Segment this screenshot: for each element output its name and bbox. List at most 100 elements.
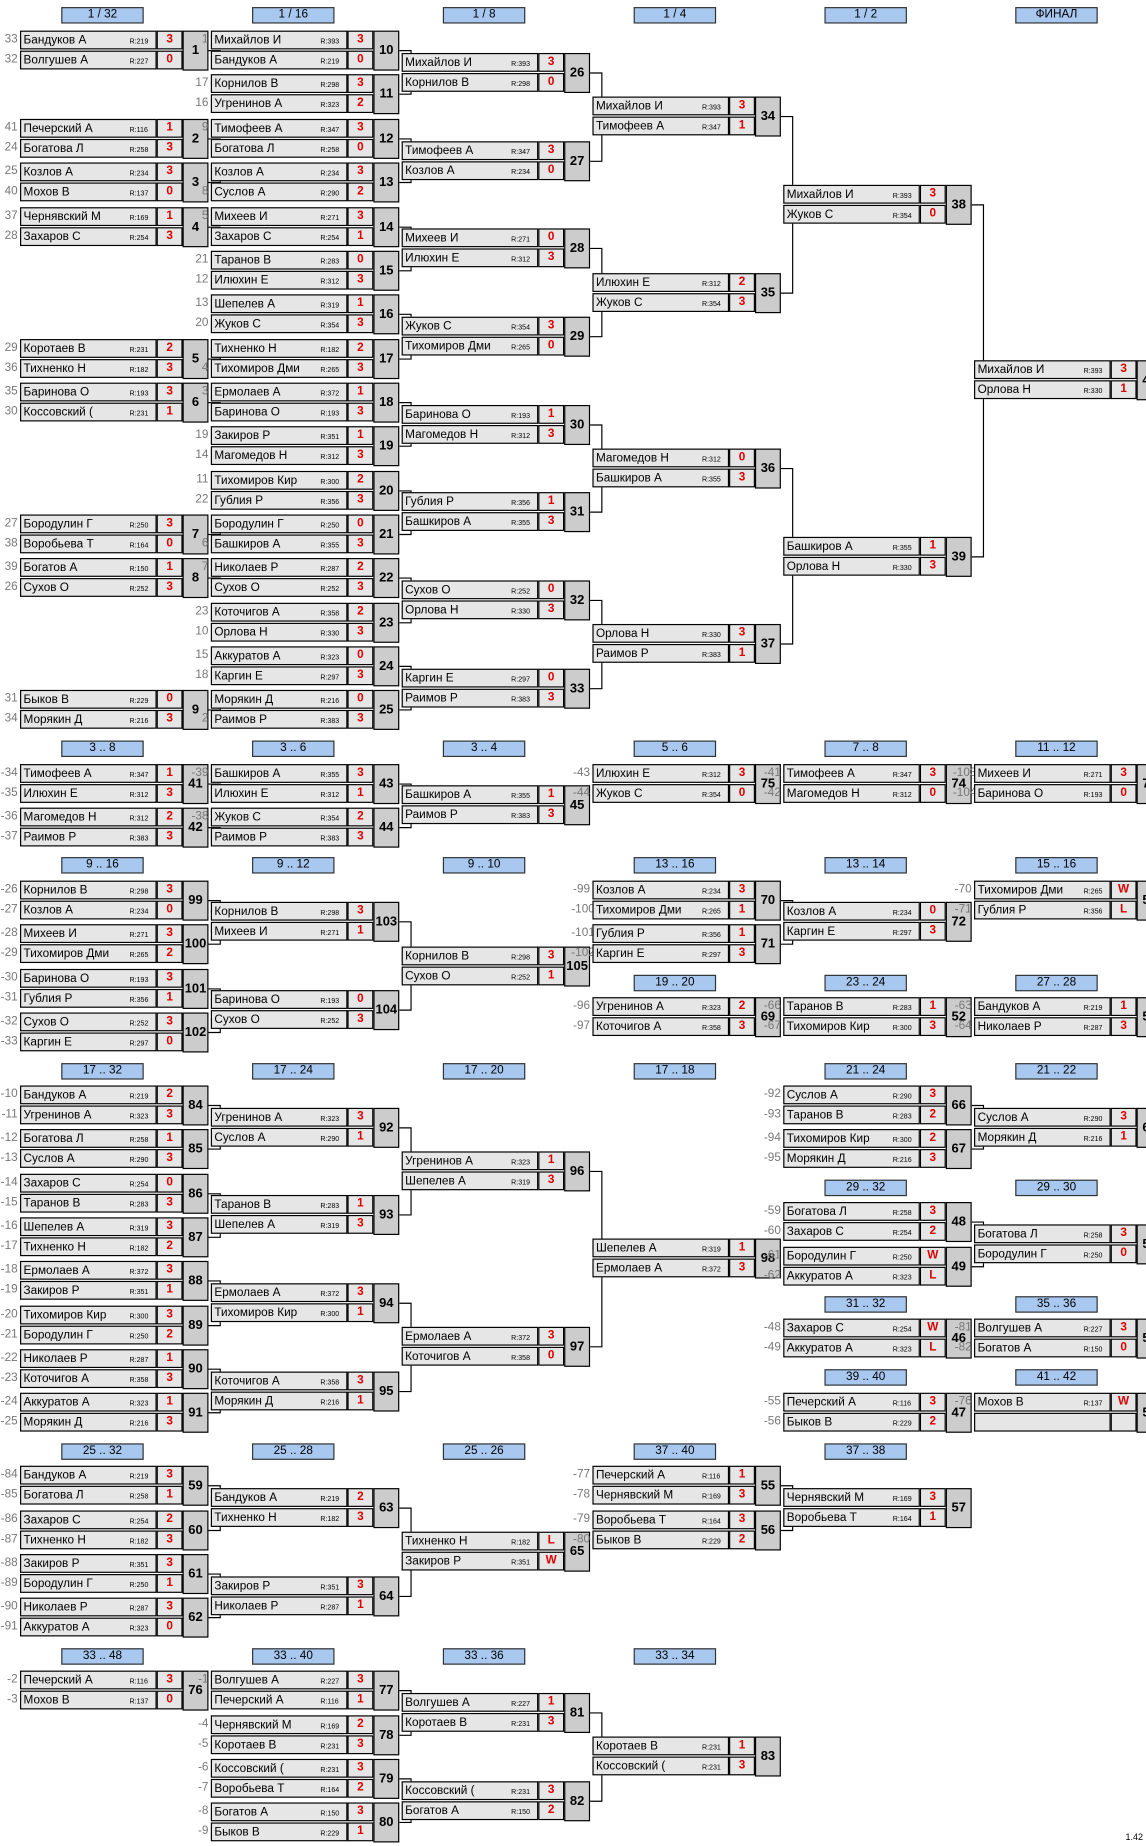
player-row[interactable]: Коссовский (R:231 [20, 402, 157, 422]
player-row[interactable]: Коссовский (R:231 [401, 1781, 539, 1801]
player-row[interactable] [974, 1412, 1111, 1432]
